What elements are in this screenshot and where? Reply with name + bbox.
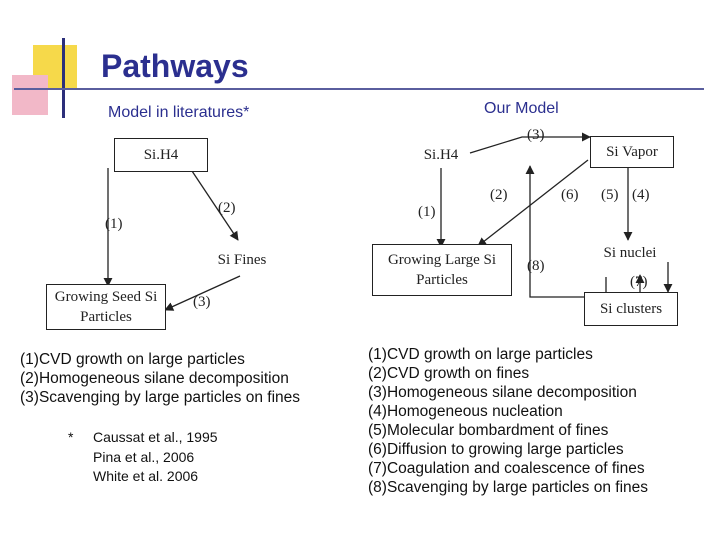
node-growing-large-particles: Growing Large Si Particles	[372, 244, 512, 296]
right-legend-item: (8)Scavenging by large particles on fine…	[368, 479, 649, 496]
right-arrow-3	[469, 132, 591, 154]
right-legend-item: (2)CVD growth on fines	[368, 365, 530, 382]
left-legend-item: (1)CVD growth on large particles	[20, 351, 245, 368]
right-legend-item: (4)Homogeneous nucleation	[368, 403, 563, 420]
right-label-5: (5)	[601, 187, 619, 203]
right-label-7: (7)	[630, 274, 648, 290]
left-legend-item: (2)Homogeneous silane decomposition	[20, 370, 289, 387]
right-heading: Our Model	[484, 100, 559, 117]
left-heading: Model in literatures*	[108, 104, 250, 121]
node-growing-seed-particles: Growing Seed Si Particles	[46, 284, 166, 330]
left-arrow-3	[164, 275, 241, 311]
right-legend-item: (1)CVD growth on large particles	[368, 346, 593, 363]
node-sih4-right: Si.H4	[423, 147, 459, 163]
node-si-fines: Si Fines	[217, 252, 267, 268]
right-legend-item: (3)Homogeneous silane decomposition	[368, 384, 637, 401]
node-si-vapor: Si Vapor	[590, 136, 674, 168]
right-label-6: (6)	[561, 187, 579, 203]
node-si-nuclei: Si nuclei	[603, 245, 657, 261]
left-legend-item: (3)Scavenging by large particles on fine…	[20, 389, 301, 406]
right-legend-item: (7)Coagulation and coalescence of fines	[368, 460, 645, 477]
reference-entry: White et al. 2006	[93, 468, 199, 484]
right-arrow-2	[525, 165, 607, 298]
reference-entry: Pina et al., 2006	[93, 448, 195, 465]
right-label-2: (2)	[490, 187, 508, 203]
left-legend: (1)CVD growth on large particles (2)Homo…	[20, 350, 300, 407]
right-label-3: (3)	[527, 127, 545, 143]
title-decoration-pink-square	[12, 75, 48, 115]
reference-entry: Caussat et al., 1995	[93, 429, 218, 445]
reference-marker: *	[68, 429, 74, 445]
slide-title: Pathways	[101, 48, 249, 84]
right-label-4: (4)	[632, 187, 650, 203]
references: *Caussat et al., 1995 Pina et al., 2006 …	[68, 428, 218, 487]
right-legend: (1)CVD growth on large particles (2)CVD …	[368, 345, 648, 497]
right-arrow-6	[477, 159, 589, 247]
title-decoration-vertical-line	[62, 38, 65, 118]
right-legend-item: (5)Molecular bombardment of fines	[368, 422, 609, 439]
left-arrow-2	[189, 167, 239, 241]
right-legend-item: (6)Diffusion to growing large particles	[368, 441, 624, 458]
left-label-1: (1)	[105, 216, 123, 232]
node-si-clusters: Si clusters	[584, 292, 678, 326]
right-label-8: (8)	[527, 258, 545, 274]
left-label-3: (3)	[193, 294, 211, 310]
node-sih4: Si.H4	[114, 138, 208, 172]
left-label-2: (2)	[218, 200, 236, 216]
right-label-1: (1)	[418, 204, 436, 220]
title-underline	[14, 88, 704, 90]
